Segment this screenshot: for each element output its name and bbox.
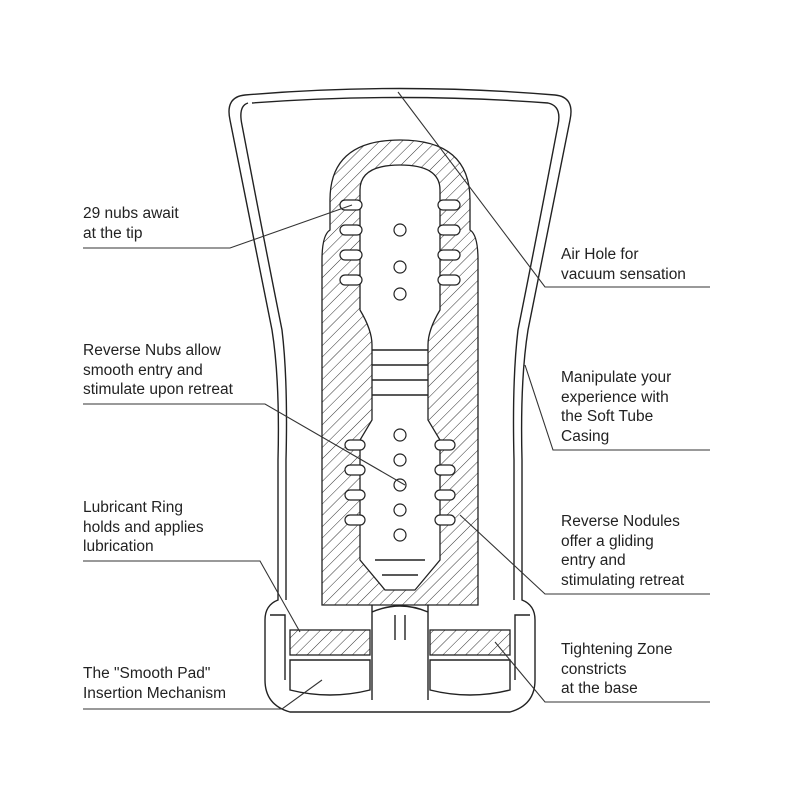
channel-ridges <box>372 349 428 576</box>
lubricant-ring-left <box>289 629 371 656</box>
leader-lines <box>83 91 710 710</box>
label-lubricant-ring: Lubricant Ring holds and applies lubrica… <box>83 498 204 557</box>
label-line: 29 nubs await <box>83 205 179 222</box>
label-line: the Soft Tube <box>561 408 654 425</box>
label-line: Reverse Nubs allow <box>83 342 221 359</box>
label-line: at the tip <box>83 224 143 242</box>
label-line: Air Hole for <box>561 246 639 263</box>
label-line: holds and applies <box>83 518 204 536</box>
label-tightening-zone: Tightening Zone constricts at the base <box>561 640 672 699</box>
label-line: constricts <box>561 660 627 678</box>
label-soft-tube: Manipulate your experience with the Soft… <box>561 368 671 446</box>
label-line: The "Smooth Pad" <box>83 665 211 682</box>
label-line: Lubricant Ring <box>83 499 183 516</box>
label-line: vacuum sensation <box>561 265 686 283</box>
label-line: lubrication <box>83 538 154 555</box>
label-reverse-nubs: Reverse Nubs allow smooth entry and stim… <box>83 341 233 400</box>
label-line: stimulate upon retreat <box>83 381 233 398</box>
label-line: smooth entry and <box>83 361 203 379</box>
smooth-pad <box>289 659 511 696</box>
label-smooth-pad: The "Smooth Pad" Insertion Mechanism <box>83 664 226 703</box>
label-line: offer a gliding <box>561 532 654 550</box>
label-line: Manipulate your <box>561 369 672 386</box>
nubs <box>339 199 461 542</box>
label-air-hole: Air Hole for vacuum sensation <box>561 245 686 284</box>
label-line: Casing <box>561 427 610 445</box>
label-line: entry and <box>561 552 626 569</box>
label-reverse-nodules: Reverse Nodules offer a gliding entry an… <box>561 512 684 590</box>
soft-tube-casing <box>228 87 572 713</box>
lubricant-ring-right <box>429 629 511 656</box>
label-line: Tightening Zone <box>561 641 673 658</box>
label-nubs-tip: 29 nubs await at the tip <box>83 204 179 243</box>
label-line: stimulating retreat <box>561 571 685 589</box>
label-line: Insertion Mechanism <box>83 684 227 702</box>
label-line: experience with <box>561 388 669 406</box>
label-line: Reverse Nodules <box>561 513 680 530</box>
label-line: at the base <box>561 680 638 697</box>
